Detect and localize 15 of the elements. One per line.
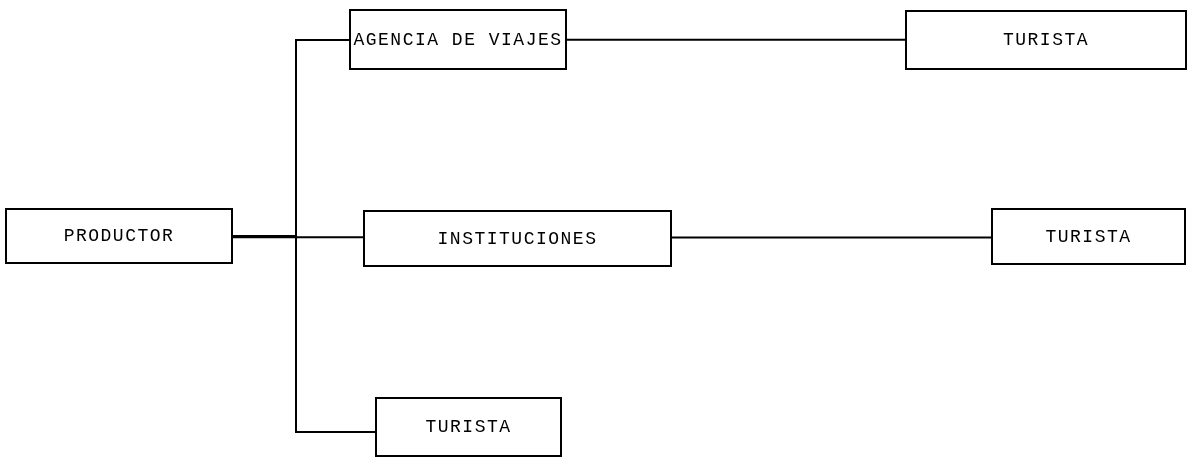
box-label: AGENCIA DE VIAJES xyxy=(353,29,563,50)
box-label: INSTITUCIONES xyxy=(437,228,598,249)
connector-line xyxy=(232,236,364,239)
box-label: TURISTA xyxy=(1002,30,1090,50)
box-label: TURISTA xyxy=(1045,226,1132,247)
box xyxy=(5,208,233,264)
box xyxy=(905,10,1187,70)
box-label: PRODUCTOR xyxy=(63,226,175,246)
box xyxy=(991,208,1186,265)
connector-line xyxy=(671,236,992,239)
connector-line xyxy=(566,38,906,41)
box-label: TURISTA xyxy=(425,417,512,437)
box xyxy=(375,397,562,457)
box xyxy=(363,210,672,267)
box xyxy=(349,9,567,70)
